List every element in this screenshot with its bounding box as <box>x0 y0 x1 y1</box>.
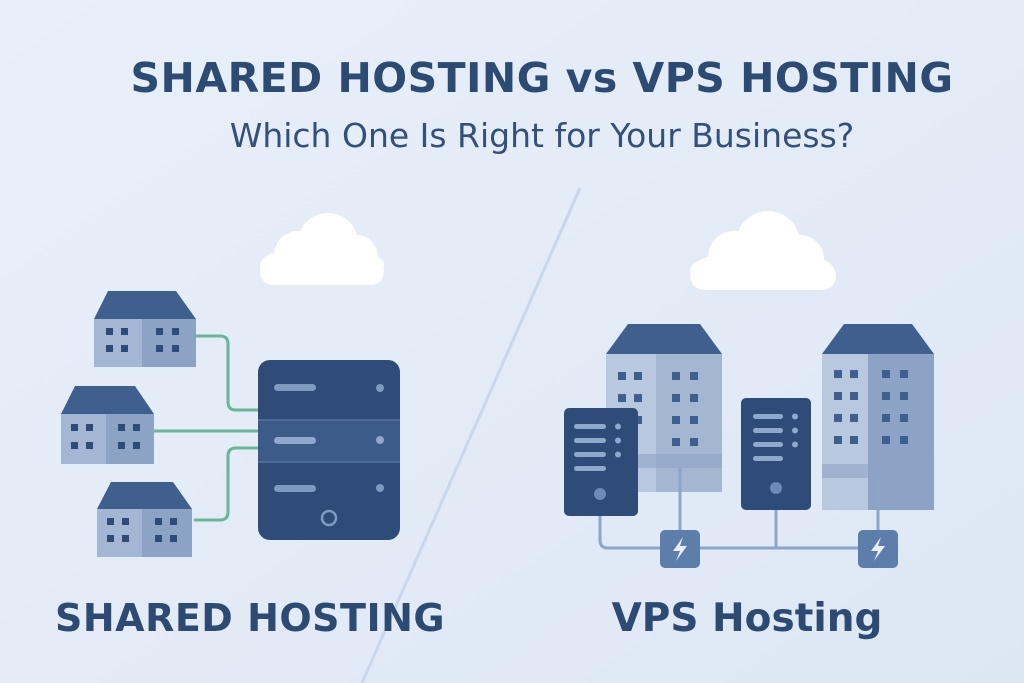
page-title: SHARED HOSTING vs VPS HOSTING <box>130 54 954 102</box>
building-icon <box>822 324 934 510</box>
server-icon <box>258 360 400 540</box>
house-icon <box>94 291 196 367</box>
page-subtitle: Which One Is Right for Your Business? <box>229 116 855 155</box>
cloud-icon <box>260 213 384 285</box>
lightning-icon <box>858 530 898 568</box>
cloud-icon <box>690 211 836 290</box>
house-icon <box>97 482 192 557</box>
shared-hosting-label: SHARED HOSTING <box>55 596 446 640</box>
divider-line <box>360 187 582 683</box>
network-connectors <box>154 334 262 522</box>
server-icon <box>564 408 638 516</box>
lightning-icon <box>660 530 700 568</box>
house-icon <box>61 386 154 464</box>
vps-connectors <box>598 468 880 550</box>
server-icon <box>741 398 811 510</box>
vps-hosting-label: VPS Hosting <box>611 596 883 641</box>
